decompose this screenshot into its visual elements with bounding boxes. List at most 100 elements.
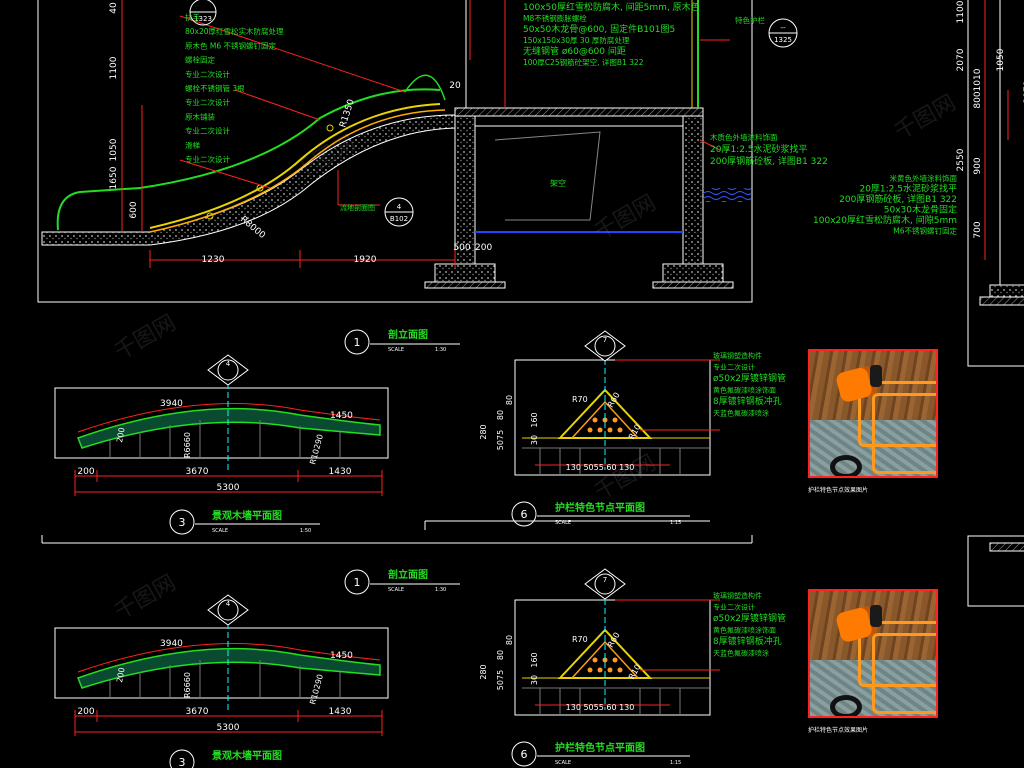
- annotation: 专业二次设计: [185, 126, 230, 136]
- watermark: 千图网: [111, 571, 181, 626]
- scale-value: 1:50: [300, 528, 311, 534]
- cut-marker-number: 7: [603, 336, 607, 344]
- dimension-total: 5300: [217, 723, 240, 733]
- annotation: 150x150x30厚 30 厚防腐处理: [523, 35, 630, 45]
- ref-sheet: B102: [390, 215, 408, 223]
- photo-caption: 护栏特色节点效果图片: [808, 486, 868, 494]
- annotation: 原木铺装: [185, 111, 215, 121]
- dimension: 1920: [354, 255, 377, 265]
- dimension: 1430: [329, 467, 352, 477]
- dimension: 160: [530, 652, 539, 667]
- dimension: 1450: [330, 651, 353, 661]
- ref-sheet: 1325: [774, 36, 792, 44]
- annotation: 流地剖面图: [340, 203, 375, 212]
- watermark: 千图网: [111, 311, 181, 366]
- ref-sheet: 1323: [194, 15, 212, 23]
- ref-number: 4: [397, 203, 402, 211]
- dimension: R70: [572, 395, 588, 404]
- dimension: 20: [449, 81, 461, 91]
- annotation: 黄色氟碳漆喷涂饰面: [713, 626, 776, 635]
- scale-value: 1:30: [435, 587, 446, 593]
- annotation: 原木色 M6 不锈钢螺钉固定: [185, 40, 277, 50]
- drawing-title: 护栏特色节点平面图: [555, 501, 645, 514]
- dimension: 1050: [996, 48, 1006, 71]
- annotation: 无缝钢管 ø60@600 间距: [523, 45, 626, 57]
- dimension: 280: [479, 424, 488, 439]
- annotation: 专业二次设计: [185, 69, 230, 79]
- dimension: 700: [973, 221, 983, 238]
- dimension: R10290: [308, 433, 325, 465]
- scale-value: 1:15: [670, 520, 681, 526]
- detail-block: [54, 590, 720, 736]
- cut-marker-number: 4: [226, 600, 231, 608]
- dimension: 40: [109, 2, 119, 14]
- dimension: R6660: [183, 672, 192, 698]
- annotation: 100厚C25钢筋砼架空, 详图B1 322: [523, 57, 644, 67]
- title-number: 1: [354, 576, 361, 589]
- dimension: 1050: [109, 138, 119, 161]
- dimension: 160: [530, 412, 539, 427]
- annotation: 黄色氟碳漆喷涂饰面: [713, 386, 776, 395]
- dimension: 30: [530, 675, 539, 685]
- dimension: 3940: [160, 639, 183, 649]
- dimension: 80: [505, 635, 514, 645]
- dimension: R6660: [183, 432, 192, 458]
- annotation: 专业二次设计: [713, 363, 755, 372]
- title-markers: [169, 0, 798, 768]
- detail-block: [54, 350, 720, 496]
- railing-photo: [808, 589, 938, 718]
- annotation: 滑梯: [185, 140, 200, 150]
- watermark: 千图网: [291, 131, 361, 186]
- dimension: 200: [115, 667, 127, 684]
- dimension: 900: [973, 157, 983, 174]
- scale-label: SCALE: [555, 760, 571, 766]
- annotation: 扶手: [185, 12, 200, 22]
- dimension: 2550: [956, 148, 966, 171]
- annotation: 20厚1:2.5水泥砂浆找平: [859, 183, 957, 195]
- annotation: 天蓝色氟碳漆喷涂: [713, 649, 769, 658]
- dimension: 80: [505, 395, 514, 405]
- annotation: 200厚钢筋砼板, 详图B1 322: [839, 193, 957, 205]
- annotation: 螺栓不锈钢管 3根: [185, 83, 245, 93]
- dimension: 280: [479, 664, 488, 679]
- watermark: 千图网: [891, 91, 961, 146]
- drawing-title: 护栏特色节点平面图: [555, 741, 645, 754]
- annotation: 专业二次设计: [185, 154, 230, 164]
- title-number: 3: [179, 756, 186, 768]
- dimension: 1100: [109, 56, 119, 79]
- dimension: 3670: [186, 707, 209, 717]
- dimension: 1010: [973, 68, 983, 91]
- annotation: 20厚1:2.5水泥砂浆找平: [710, 143, 808, 155]
- scale-label: SCALE: [388, 587, 404, 593]
- cut-marker-number: 7: [603, 576, 607, 584]
- drawing-title: 景观木墙平面图: [212, 509, 282, 522]
- dimension: 1430: [329, 707, 352, 717]
- wood-wall-plan: [54, 365, 389, 496]
- ref-number: --: [780, 24, 786, 32]
- railing-node-plan: [514, 350, 720, 476]
- scale-value: 1:30: [435, 347, 446, 353]
- dimension: R70: [572, 635, 588, 644]
- annotation: M8不锈钢膨胀螺栓: [523, 13, 587, 23]
- title-number: 1: [354, 336, 361, 349]
- annotation: 100x20厚红雪松防腐木, 间隙5mm: [813, 214, 957, 226]
- dimension: 200: [77, 467, 94, 477]
- annotation: 螺栓固定: [185, 55, 215, 65]
- annotation: 8厚镀锌钢板冲孔: [713, 395, 782, 407]
- dimension: 200: [77, 707, 94, 717]
- dimension: 3670: [186, 467, 209, 477]
- title-number: 3: [179, 516, 186, 529]
- railing-photo: [808, 349, 938, 478]
- annotation: 玻璃钢塑造构件: [713, 591, 762, 600]
- dimension: 600: [129, 201, 139, 218]
- annotation: 100x50厚红雪松防腐木, 间距5mm, 原木色: [523, 1, 700, 13]
- annotation: M6不锈钢螺钉固定: [893, 226, 957, 236]
- scale-label: SCALE: [212, 528, 228, 534]
- photo-caption: 护栏特色节点效果图片: [808, 726, 868, 734]
- annotation: 8厚镀锌钢板冲孔: [713, 635, 782, 647]
- dimension: 3940: [160, 399, 183, 409]
- annotation: 50x50木龙骨@600, 固定件B101图5: [523, 23, 675, 35]
- annotation: 80x20厚红雪松实木防腐处理: [185, 26, 284, 36]
- dimension: 1100: [956, 0, 966, 23]
